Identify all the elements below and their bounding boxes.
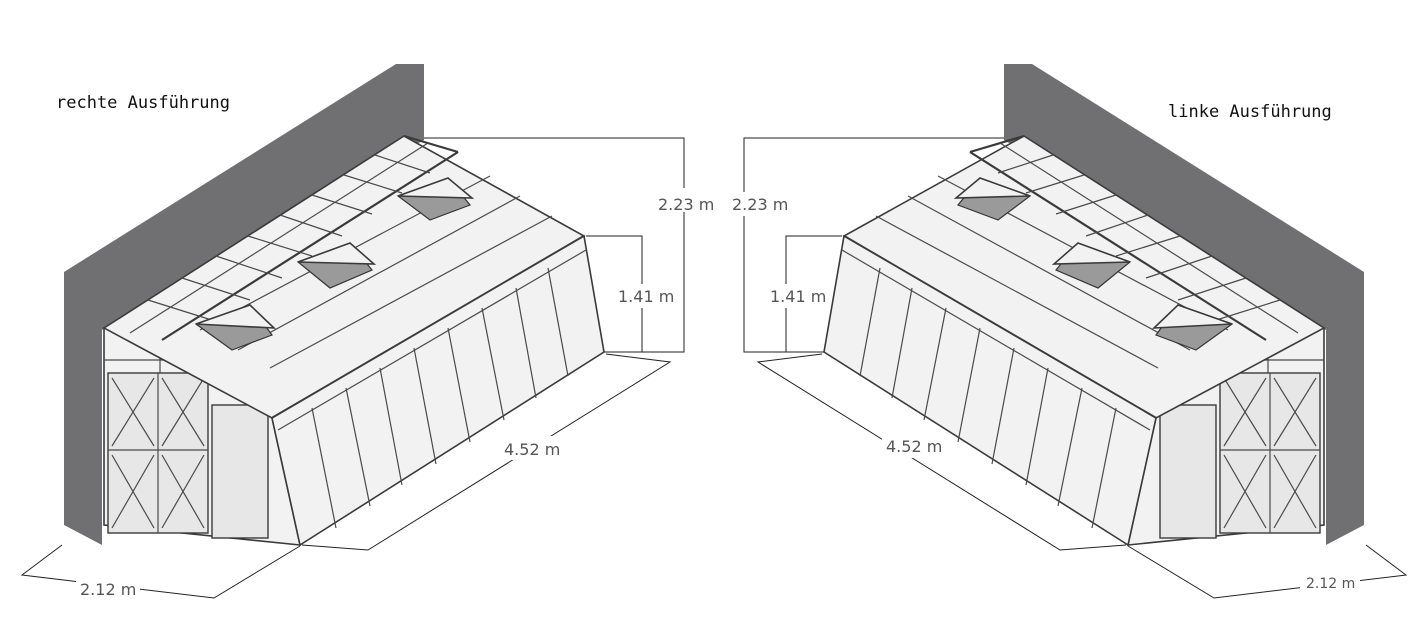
height-side-right: 1.41 m [770,287,826,306]
dim-height-total-left [424,137,685,353]
greenhouse-left-version [743,64,1408,599]
height-side-left: 1.41 m [618,287,674,306]
length-left: 4.52 m [504,440,560,459]
width-left: 2.12 m [80,580,136,599]
length-right: 4.52 m [886,437,942,456]
width-right: 2.12 m [1306,576,1355,592]
title-right: linke Ausführung [1168,102,1332,122]
height-total-right: 2.23 m [732,195,788,214]
dim-width-left [20,544,301,599]
height-total-left: 2.23 m [658,195,714,214]
greenhouse-right-version [20,64,685,599]
title-left: rechte Ausführung [56,93,230,113]
dim-height-side-left [586,235,643,352]
